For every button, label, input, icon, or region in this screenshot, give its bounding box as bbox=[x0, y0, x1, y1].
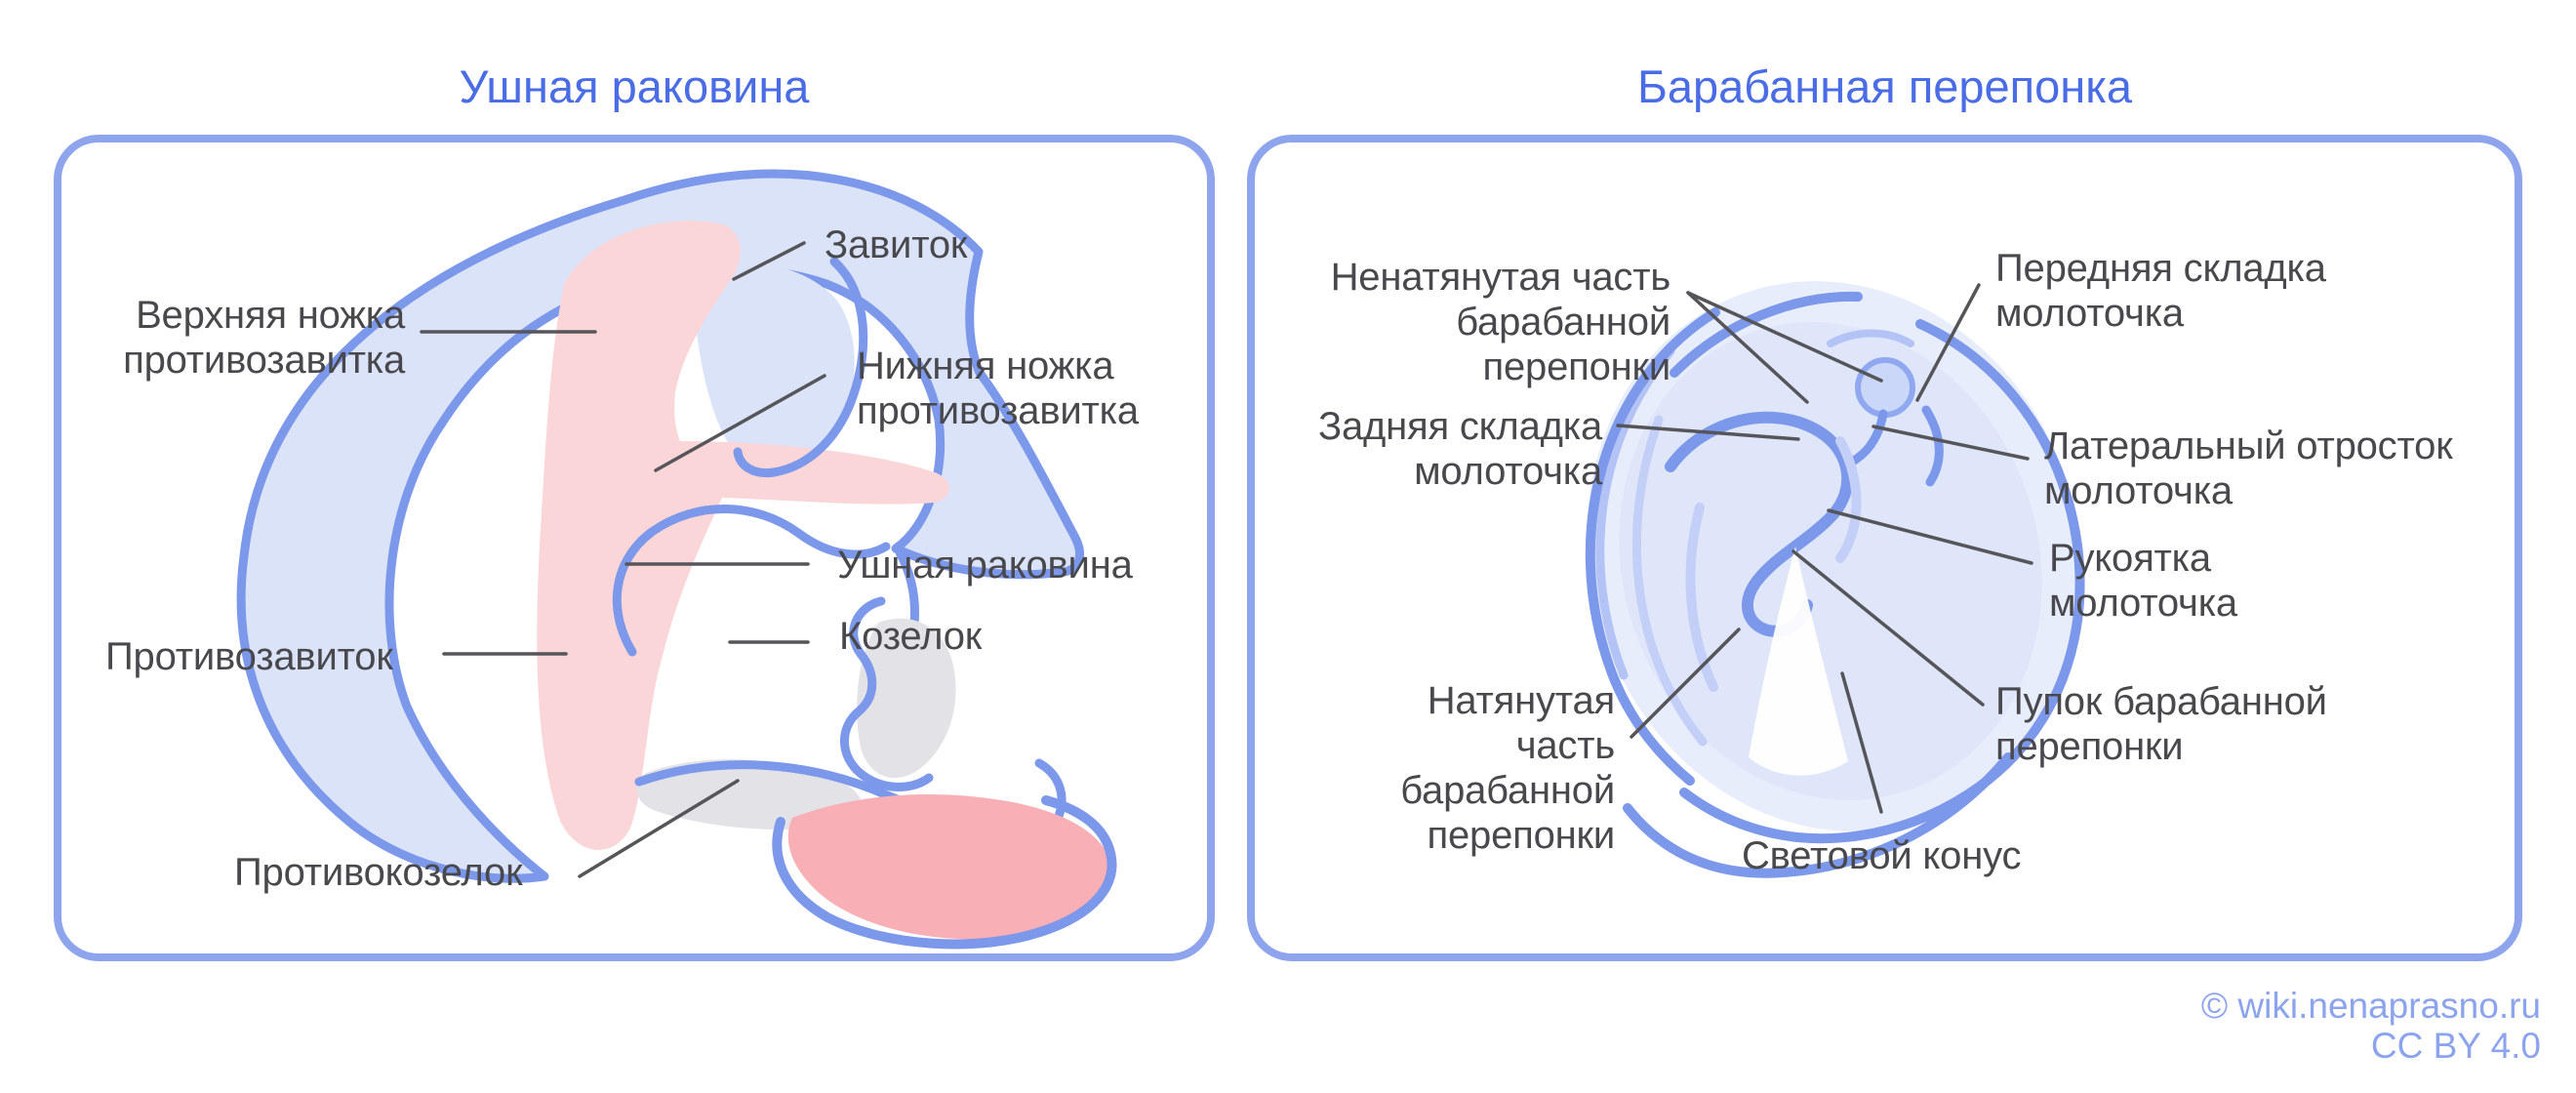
tympanic-drawing bbox=[1585, 281, 2085, 878]
label-pars-flaccida: Ненатянутая часть барабанной перепонки bbox=[1330, 256, 1671, 388]
light-cone bbox=[1749, 546, 1848, 776]
label-superior-crus: Верхняя ножка противозавитка bbox=[123, 294, 405, 382]
footer-license: CC BY 4.0 bbox=[2370, 1026, 2541, 1066]
auricle-drawing bbox=[236, 169, 1117, 950]
rim-arc-right bbox=[1679, 319, 2085, 844]
label-antihelix: Противозавиток bbox=[105, 635, 393, 678]
footer-credit: © wiki.nenaprasno.ru bbox=[2200, 986, 2541, 1026]
lobe-outline bbox=[772, 795, 1117, 950]
leader-lines bbox=[420, 241, 2033, 878]
rim-arc-light-top bbox=[1827, 329, 1914, 347]
leader-anterior-fold bbox=[1915, 283, 1981, 402]
leader-posterior-fold bbox=[1616, 424, 1800, 441]
leader-umbo bbox=[1791, 549, 1985, 707]
leader-manubrium bbox=[1827, 508, 2033, 565]
rim-arc-left bbox=[1585, 307, 1720, 786]
label-auricle: Ушная раковина bbox=[837, 544, 1133, 587]
label-light-cone: Световой конус bbox=[1742, 834, 2022, 877]
ligament-tick bbox=[1921, 405, 1944, 487]
lobe-fill bbox=[787, 794, 1113, 940]
tympanic-panel-frame bbox=[1247, 135, 2522, 961]
label-pars-tensa: Натянутая часть барабанной перепонки bbox=[1400, 679, 1615, 857]
rim-arc-top bbox=[1670, 291, 1863, 378]
tympanic-panel-title: Барабанная перепонка bbox=[1637, 61, 2132, 112]
label-manubrium: Рукоятка молоточка bbox=[2049, 537, 2237, 625]
leader-inferior-crus bbox=[654, 374, 826, 472]
leader-flaccida-a bbox=[1686, 291, 1809, 404]
label-anterior-fold: Передняя складка молоточка bbox=[1995, 247, 2326, 335]
leader-flaccida-b bbox=[1686, 291, 1883, 383]
lateral-process-bump bbox=[1855, 357, 1915, 418]
footer: © wiki.nenaprasno.ru CC BY 4.0 bbox=[2201, 986, 2541, 1066]
label-helix: Завиток bbox=[825, 223, 968, 266]
leader-antitragus bbox=[578, 779, 740, 878]
antihelix-fill bbox=[537, 221, 949, 850]
label-lateral-process: Латеральный отросток молоточка bbox=[2044, 425, 2453, 512]
label-posterior-fold: Задняя складка молоточка bbox=[1318, 405, 1602, 493]
label-umbo: Пупок барабанной перепонки bbox=[1995, 680, 2327, 768]
antitragus-fill bbox=[636, 759, 863, 830]
leader-lateral bbox=[1872, 425, 2030, 461]
inner-helix-line bbox=[733, 257, 868, 478]
label-tragus: Козелок bbox=[839, 615, 983, 658]
rim-arc-light-inner bbox=[1631, 415, 1708, 747]
leader-light-cone bbox=[1840, 671, 1883, 814]
auricle-panel-title: Ушная раковина bbox=[459, 61, 810, 112]
handle-echo-left bbox=[1685, 503, 1718, 692]
label-antitragus: Противокозелок bbox=[234, 851, 523, 894]
tragus-curve bbox=[840, 596, 934, 791]
concha-curve bbox=[612, 505, 891, 657]
handle-echo-right bbox=[1835, 436, 1862, 563]
helix-band bbox=[236, 169, 1084, 883]
tragus-fill bbox=[857, 618, 956, 779]
bump-neck bbox=[1849, 409, 1888, 466]
rim-arc-light-left bbox=[1595, 346, 1675, 680]
auricle-panel-frame bbox=[54, 135, 1215, 961]
leader-helix bbox=[732, 241, 806, 281]
scapha-fill bbox=[694, 262, 855, 472]
leader-pars-tensa bbox=[1630, 627, 1741, 739]
malleus-handle bbox=[1665, 411, 1854, 637]
label-inferior-crus: Нижняя ножка противозавитка bbox=[857, 344, 1139, 432]
rim-arc-bottom-swoosh bbox=[1623, 752, 2013, 878]
